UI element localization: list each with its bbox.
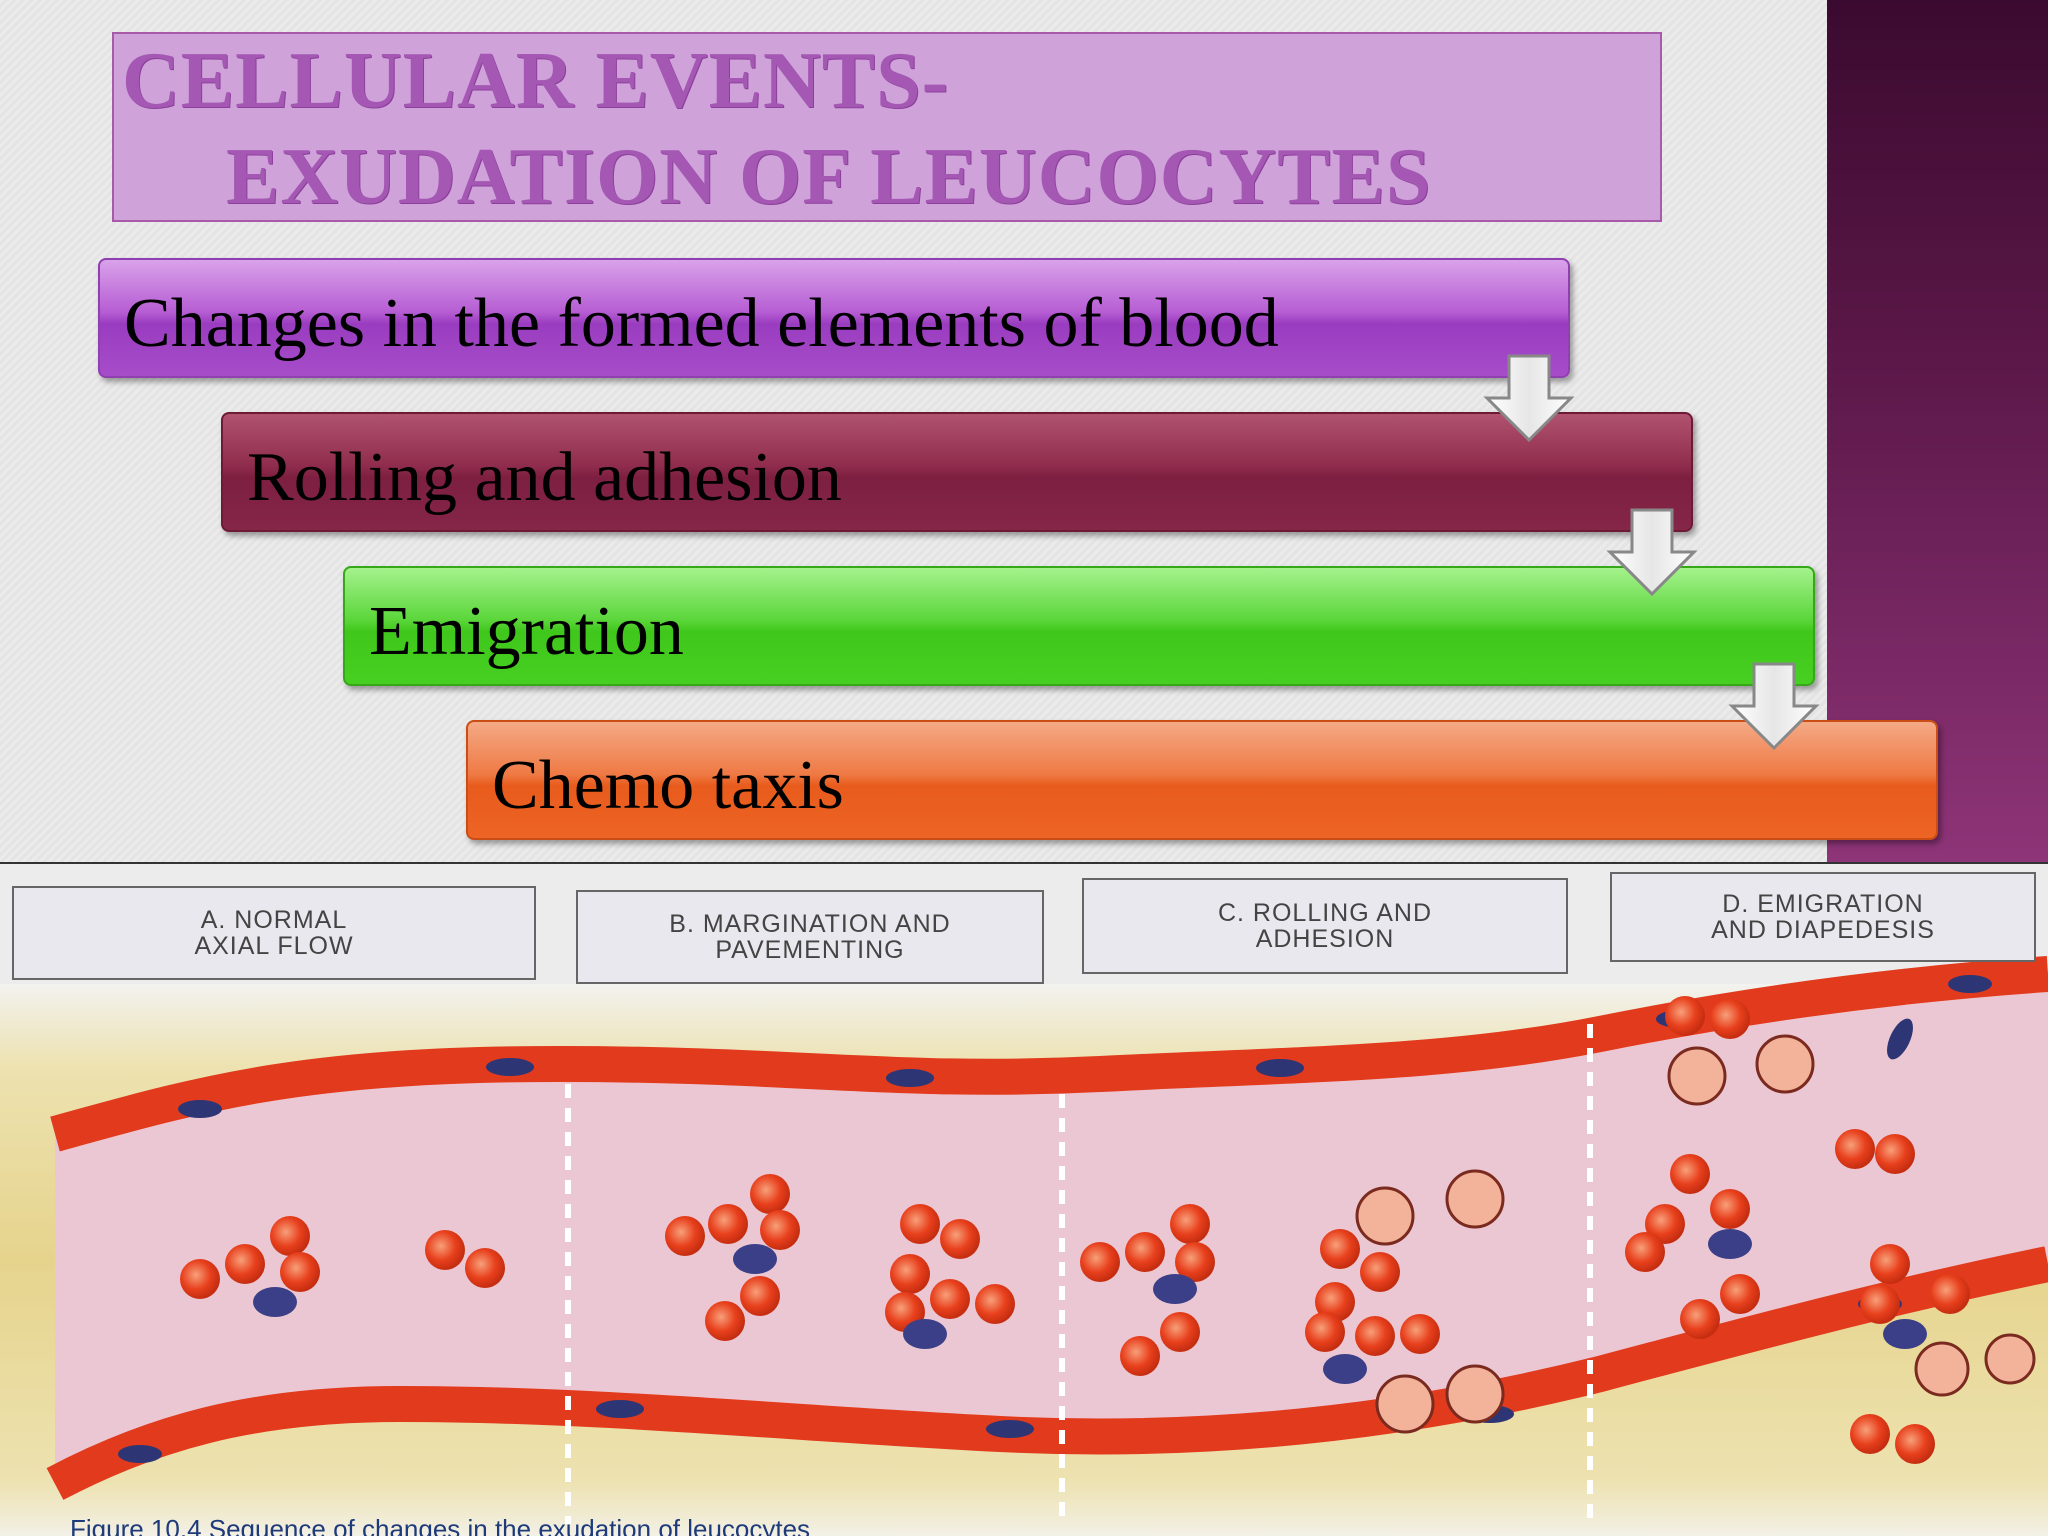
- down-arrow-icon: [1483, 354, 1575, 442]
- panel-label-line: C. ROLLING AND: [1217, 899, 1433, 927]
- vessel-lumen: [55, 974, 2048, 1484]
- panel-label-b: B. MARGINATION AND PAVEMENTING: [576, 890, 1044, 984]
- panel-label-line: ADHESION: [1255, 925, 1395, 953]
- down-arrow-icon: [1728, 662, 1820, 750]
- down-arrow-icon: [1606, 508, 1698, 596]
- step-bar-emigration: Emigration: [343, 566, 1815, 686]
- panel-label-c: C. ROLLING AND ADHESION: [1082, 878, 1568, 974]
- panel-label-line: D. EMIGRATION: [1722, 890, 1924, 918]
- panel-dividers: [565, 1024, 1593, 1524]
- figure-illustration: [0, 956, 2048, 1536]
- step-label: Changes in the formed elements of blood: [124, 285, 1279, 362]
- panel-label-a: A. NORMAL AXIAL FLOW: [12, 886, 536, 980]
- panel-label-line: PAVEMENTING: [715, 936, 905, 964]
- leucocyte-nuclei: [253, 1229, 1927, 1384]
- side-band: [1827, 0, 2048, 862]
- step-label: Emigration: [369, 593, 684, 670]
- step-bar-rolling-adhesion: Rolling and adhesion: [221, 412, 1693, 532]
- panel-label-line: AND DIAPEDESIS: [1711, 916, 1935, 944]
- panel-label-line: AXIAL FLOW: [194, 932, 354, 960]
- red-blood-cells: [180, 996, 1970, 1464]
- panel-label-line: A. NORMAL: [200, 906, 348, 934]
- leucocyte-exudation-figure: A. NORMAL AXIAL FLOW B. MARGINATION AND …: [0, 864, 2048, 1536]
- neutrophils: [1355, 1034, 2036, 1434]
- step-label: Rolling and adhesion: [247, 439, 842, 516]
- divider: [0, 862, 2048, 864]
- page-title-line2: EXUDATION OF LEUCOCYTES: [226, 133, 1432, 221]
- title-box: [112, 32, 1662, 222]
- panel-label-line: B. MARGINATION AND: [669, 910, 951, 938]
- step-label: Chemo taxis: [492, 747, 844, 824]
- step-bar-formed-elements: Changes in the formed elements of blood: [98, 258, 1570, 378]
- panel-label-d: D. EMIGRATION AND DIAPEDESIS: [1610, 872, 2036, 962]
- figure-caption: Figure 10.4 Sequence of changes in the e…: [70, 1514, 811, 1536]
- step-bar-chemotaxis: Chemo taxis: [466, 720, 1938, 840]
- page-title-line1: CELLULAR EVENTS-: [122, 37, 950, 125]
